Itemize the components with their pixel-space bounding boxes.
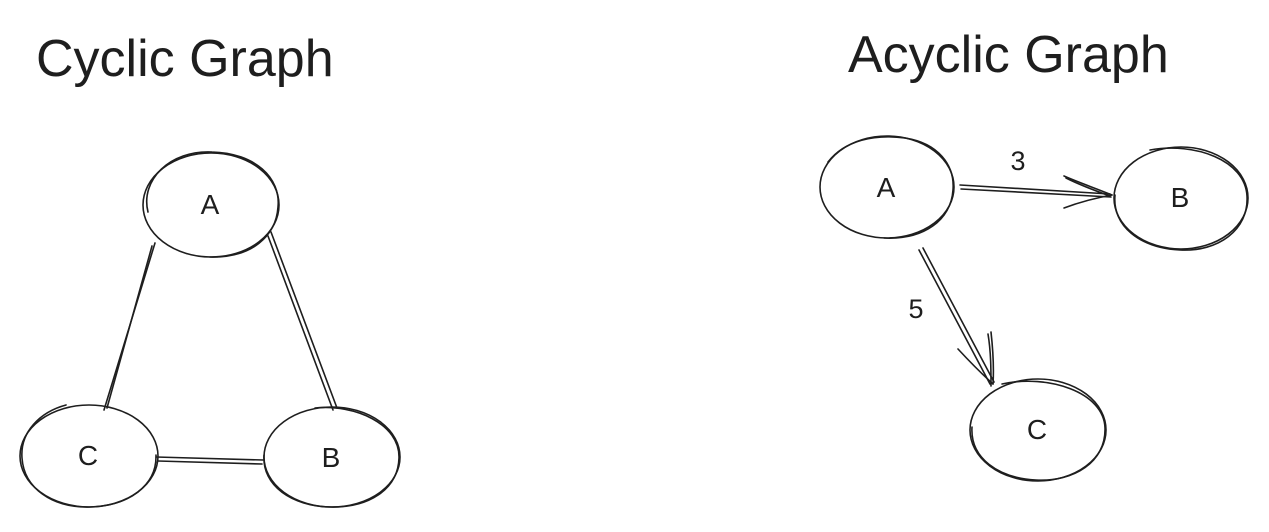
cyclic-edge-a-c <box>103 242 156 411</box>
acyclic-node-c-label: C <box>1027 414 1047 445</box>
acyclic-edge-a-c: 5 <box>908 247 995 387</box>
cyclic-node-a: A <box>142 151 280 258</box>
cyclic-node-b: B <box>263 406 401 508</box>
acyclic-node-c: C <box>969 378 1107 482</box>
cyclic-node-c-label: C <box>78 440 98 471</box>
acyclic-graph-panel: Acyclic Graph 3 5 A <box>819 26 1249 482</box>
cyclic-node-a-label: A <box>201 189 220 220</box>
cyclic-node-c: C <box>19 404 159 508</box>
edge-weight-a-b: 3 <box>1010 146 1025 176</box>
acyclic-edge-a-b: 3 <box>959 146 1113 209</box>
acyclic-node-a-label: A <box>877 172 896 203</box>
acyclic-graph-title: Acyclic Graph <box>848 26 1169 84</box>
cyclic-node-b-label: B <box>322 442 341 473</box>
cyclic-graph-panel: Cyclic Graph A C B <box>19 30 401 508</box>
cyclic-edge-c-b <box>155 456 264 465</box>
edge-weight-a-c: 5 <box>908 294 923 324</box>
cyclic-graph-title: Cyclic Graph <box>36 30 334 88</box>
cyclic-edge-a-b <box>267 231 338 411</box>
acyclic-node-b-label: B <box>1171 182 1190 213</box>
acyclic-node-b: B <box>1113 146 1249 251</box>
acyclic-node-a: A <box>819 135 955 239</box>
